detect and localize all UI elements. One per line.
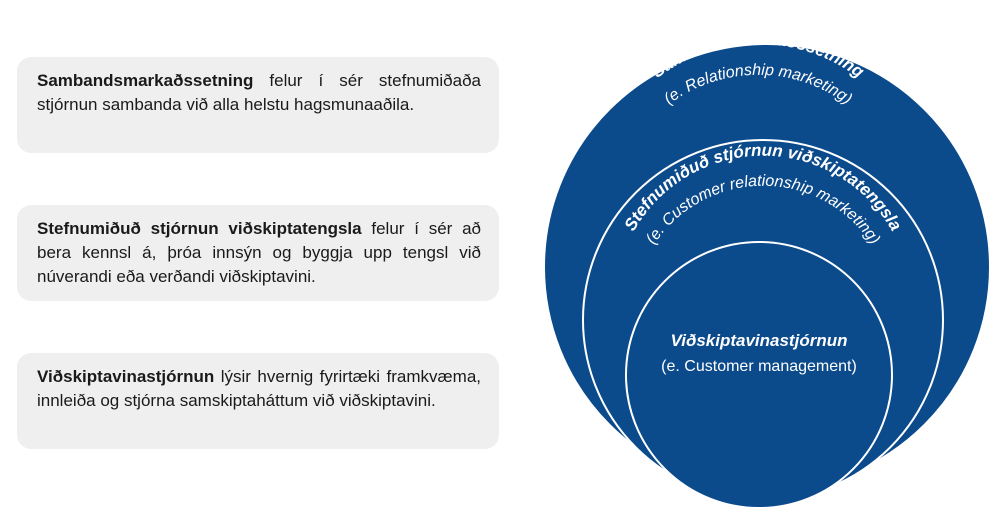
description-text: Sambandsmarkaðssetning felur í sér stefn… bbox=[37, 69, 481, 117]
description-box-relationship-marketing: Sambandsmarkaðssetning felur í sér stefn… bbox=[17, 57, 499, 153]
description-text: Stefnumiðuð stjórnun viðskiptatengsla fe… bbox=[37, 217, 481, 289]
description-term: Viðskiptavinastjórnun bbox=[37, 367, 215, 386]
description-body: felur í sér stefnumiðaða stjórnun samban… bbox=[37, 71, 481, 114]
description-term: Sambandsmarkaðssetning bbox=[37, 71, 254, 90]
description-box-customer-management: Viðskiptavinastjórnun lýsir hvernig fyri… bbox=[17, 353, 499, 449]
inner-circle-title: Viðskiptavinastjórnun bbox=[671, 331, 848, 350]
description-text: Viðskiptavinastjórnun lýsir hvernig fyri… bbox=[37, 365, 481, 413]
description-body: lýsir hvernig fyrirtæki framkvæma, innle… bbox=[37, 367, 481, 410]
description-body: felur í sér að bera kennsl á, þróa innsý… bbox=[37, 219, 481, 286]
description-term: Stefnumiðuð stjórnun viðskiptatengsla bbox=[37, 219, 362, 238]
description-box-customer-relationship-marketing: Stefnumiðuð stjórnun viðskiptatengsla fe… bbox=[17, 205, 499, 301]
inner-circle-subtitle: (e. Customer management) bbox=[661, 358, 857, 375]
inner-circle bbox=[625, 241, 893, 509]
